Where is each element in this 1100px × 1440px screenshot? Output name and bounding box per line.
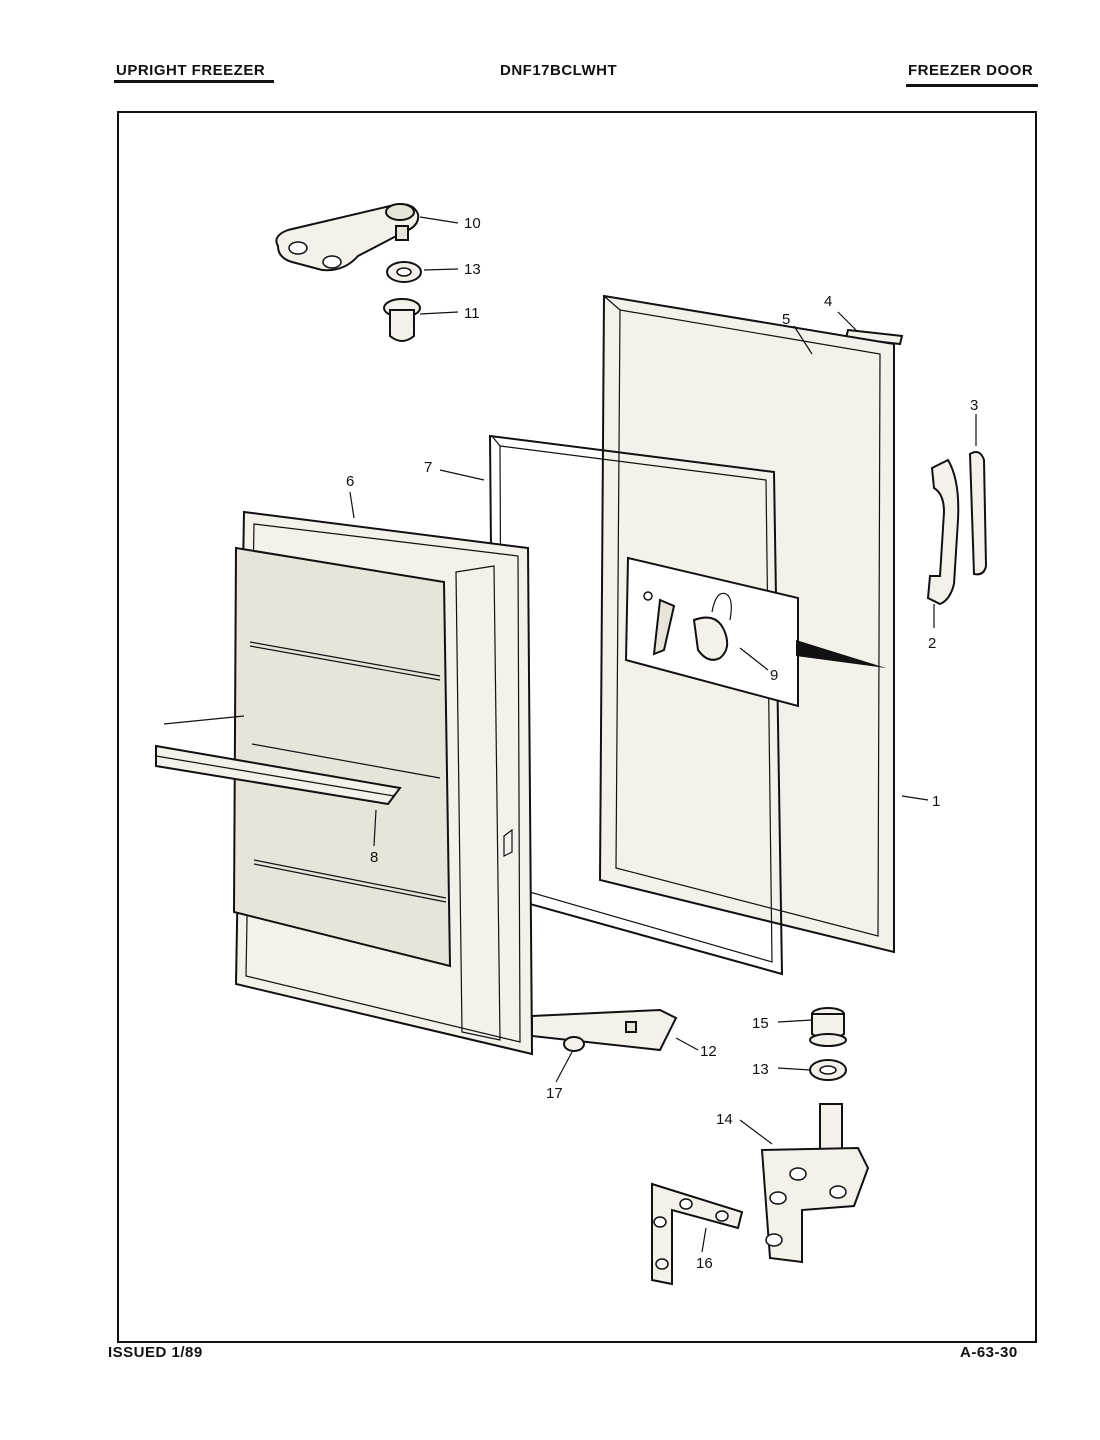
part-15-hinge-pin bbox=[809, 1007, 847, 1047]
callout-4: 4 bbox=[824, 293, 832, 310]
callout-3: 3 bbox=[970, 397, 978, 414]
callout-8: 8 bbox=[370, 849, 378, 866]
part-10-top-hinge bbox=[275, 203, 420, 272]
callout-12: 12 bbox=[700, 1043, 717, 1060]
part-2-handle bbox=[926, 458, 960, 606]
part-16-angle-plate bbox=[651, 1182, 744, 1286]
callout-5: 5 bbox=[782, 311, 790, 328]
callout-16: 16 bbox=[696, 1255, 713, 1272]
part-9-lock-assembly bbox=[624, 556, 886, 708]
header-model-number: DNF17BCLWHT bbox=[500, 62, 618, 79]
footer-issue-date: ISSUED 1/89 bbox=[108, 1344, 203, 1361]
callout-7: 7 bbox=[424, 459, 432, 476]
part-12-bottom-channel bbox=[531, 1008, 678, 1052]
part-13-washer-top bbox=[386, 261, 422, 283]
callout-10: 10 bbox=[464, 215, 481, 232]
part-6-inner-liner bbox=[232, 510, 534, 1056]
callout-1: 1 bbox=[932, 793, 940, 810]
callout-9: 9 bbox=[770, 667, 778, 684]
callout-13-bottom: 13 bbox=[752, 1061, 769, 1078]
part-8-shelf-bar bbox=[155, 715, 402, 806]
callout-15: 15 bbox=[752, 1015, 769, 1032]
header-category: UPRIGHT FREEZER bbox=[116, 62, 266, 79]
part-14-bottom-hinge bbox=[760, 1103, 870, 1264]
callout-6: 6 bbox=[346, 473, 354, 490]
part-11-bushing bbox=[383, 298, 421, 342]
leader-lines bbox=[349, 216, 977, 1253]
callout-11: 11 bbox=[464, 305, 480, 322]
header-rule-left bbox=[114, 80, 274, 83]
part-3-handle-trim bbox=[968, 451, 988, 576]
callout-14: 14 bbox=[716, 1111, 733, 1128]
header-section: FREEZER DOOR bbox=[908, 62, 1034, 79]
header-rule-right bbox=[906, 84, 1038, 87]
part-17-screw bbox=[563, 1036, 585, 1052]
callout-2: 2 bbox=[928, 635, 936, 652]
diagram-frame bbox=[117, 111, 1037, 1343]
callout-13-top: 13 bbox=[464, 261, 481, 278]
footer-page-code: A-63-30 bbox=[960, 1344, 1018, 1361]
part-13-washer-bottom bbox=[809, 1059, 847, 1081]
callout-17: 17 bbox=[546, 1085, 563, 1102]
